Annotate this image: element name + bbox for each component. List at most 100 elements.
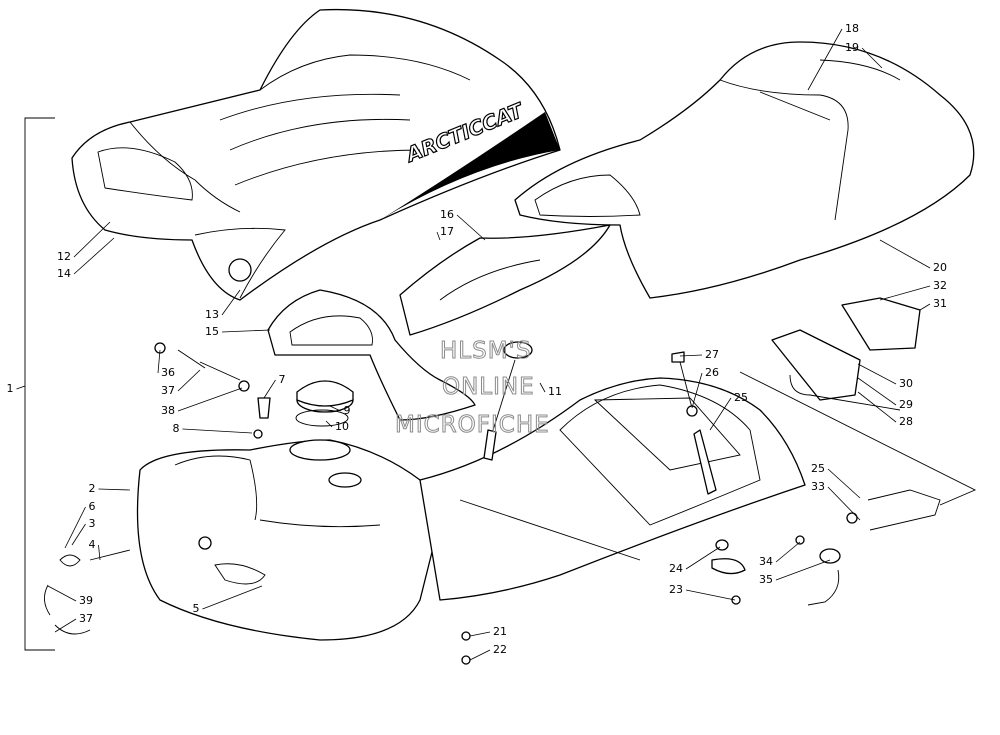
callout-c2: 2 — [89, 482, 96, 495]
leader-c1 — [16, 385, 26, 390]
leader-c18 — [807, 28, 843, 91]
leader-c36 — [157, 349, 161, 374]
leader-c35 — [775, 559, 831, 581]
leader-c37b — [54, 618, 77, 633]
leader-c12 — [73, 221, 111, 258]
leader-c39 — [47, 585, 77, 602]
leader-c34 — [775, 541, 801, 563]
leader-c7 — [263, 379, 276, 399]
rear-seat — [514, 41, 975, 299]
callout-c11: 11 — [548, 385, 562, 398]
leader-c37 — [177, 369, 201, 392]
bottom-hardware — [461, 631, 471, 665]
left-fittings — [44, 342, 271, 635]
leader-c13 — [221, 289, 241, 316]
callout-c10: 10 — [335, 420, 349, 433]
callout-c38: 38 — [161, 404, 175, 417]
leader-c29 — [857, 377, 897, 406]
leader-c38 — [177, 387, 243, 412]
callout-c15: 15 — [205, 325, 219, 338]
callout-c5: 5 — [193, 602, 200, 615]
callout-c18: 18 — [845, 22, 859, 35]
leader-c6 — [64, 506, 86, 549]
leader-c19 — [861, 47, 883, 69]
callout-c21: 21 — [493, 625, 507, 638]
callout-c24: 24 — [669, 562, 683, 575]
callout-c25: 25 — [734, 391, 748, 404]
callout-labels: 1234567891011121314151617181920212223242… — [7, 22, 948, 656]
callout-c29: 29 — [899, 398, 913, 411]
callout-c39: 39 — [79, 594, 93, 607]
callout-c33: 33 — [811, 480, 825, 493]
callout-c3: 3 — [89, 517, 96, 530]
leader-c20 — [879, 239, 931, 269]
watermark: HLSM'S ONLINE MICROFICHE — [395, 338, 550, 439]
leader-c25b — [827, 468, 861, 499]
leader-c33 — [827, 486, 861, 521]
leader-c2 — [98, 488, 131, 491]
leader-c14 — [73, 237, 115, 275]
leader-c8 — [182, 428, 253, 434]
callout-c13: 13 — [205, 308, 219, 321]
seat-bracket — [399, 224, 611, 336]
callout-c26: 26 — [705, 366, 719, 379]
callout-c4: 4 — [89, 538, 96, 551]
leader-c24 — [685, 546, 721, 570]
fuel-tank — [136, 439, 441, 641]
callout-c36: 36 — [161, 366, 175, 379]
front-seat: ARCTICCAT — [71, 8, 561, 301]
callout-c22: 22 — [493, 643, 507, 656]
callout-c9: 9 — [344, 404, 351, 417]
leader-c31 — [919, 303, 931, 311]
callout-c14: 14 — [57, 267, 71, 280]
callout-c37: 37 — [161, 384, 175, 397]
side-panel — [267, 289, 476, 421]
leader-c32 — [879, 285, 931, 301]
leader-c9 — [329, 405, 341, 412]
callout-c28: 28 — [899, 415, 913, 428]
leader-c21 — [469, 631, 491, 637]
callout-c16: 16 — [440, 208, 454, 221]
leader-c10 — [325, 420, 333, 428]
callout-c31: 31 — [933, 297, 947, 310]
assembly-bracket — [24, 117, 55, 651]
leader-c5 — [202, 585, 263, 610]
callout-c17: 17 — [440, 225, 454, 238]
leader-c25 — [709, 397, 732, 431]
callout-c8: 8 — [173, 422, 180, 435]
callout-c37b: 37 — [79, 612, 93, 625]
leader-c22 — [469, 649, 491, 661]
leader-c4 — [98, 544, 101, 561]
watermark-line-3: MICROFICHE — [395, 412, 550, 438]
callout-c35: 35 — [759, 573, 773, 586]
leader-c15 — [221, 329, 271, 333]
callout-c34: 34 — [759, 555, 773, 568]
callout-c20: 20 — [933, 261, 947, 274]
watermark-line-1: HLSM'S — [440, 338, 531, 364]
callout-leaders — [16, 28, 931, 661]
callout-c12: 12 — [57, 250, 71, 263]
callout-c6: 6 — [89, 500, 96, 513]
leader-c26 — [691, 372, 703, 409]
leader-c17 — [436, 231, 441, 241]
leader-c27 — [679, 354, 703, 357]
watermark-line-2: ONLINE — [442, 374, 535, 400]
callout-c30: 30 — [899, 377, 913, 390]
leader-c28 — [857, 391, 897, 423]
leader-c30 — [857, 363, 897, 385]
callout-c27: 27 — [705, 348, 719, 361]
callout-c19: 19 — [845, 41, 859, 54]
fuel-sender — [483, 341, 533, 461]
callout-c23: 23 — [669, 583, 683, 596]
right-components — [671, 297, 977, 606]
leader-c3 — [71, 523, 86, 546]
callout-c25b: 25 — [811, 462, 825, 475]
leader-c11 — [539, 382, 546, 393]
callout-c1: 1 — [7, 382, 14, 395]
callout-c7: 7 — [279, 373, 286, 386]
callout-c32: 32 — [933, 279, 947, 292]
leader-c16 — [456, 214, 486, 241]
leader-c23 — [685, 589, 736, 601]
gas-cap — [295, 380, 354, 427]
